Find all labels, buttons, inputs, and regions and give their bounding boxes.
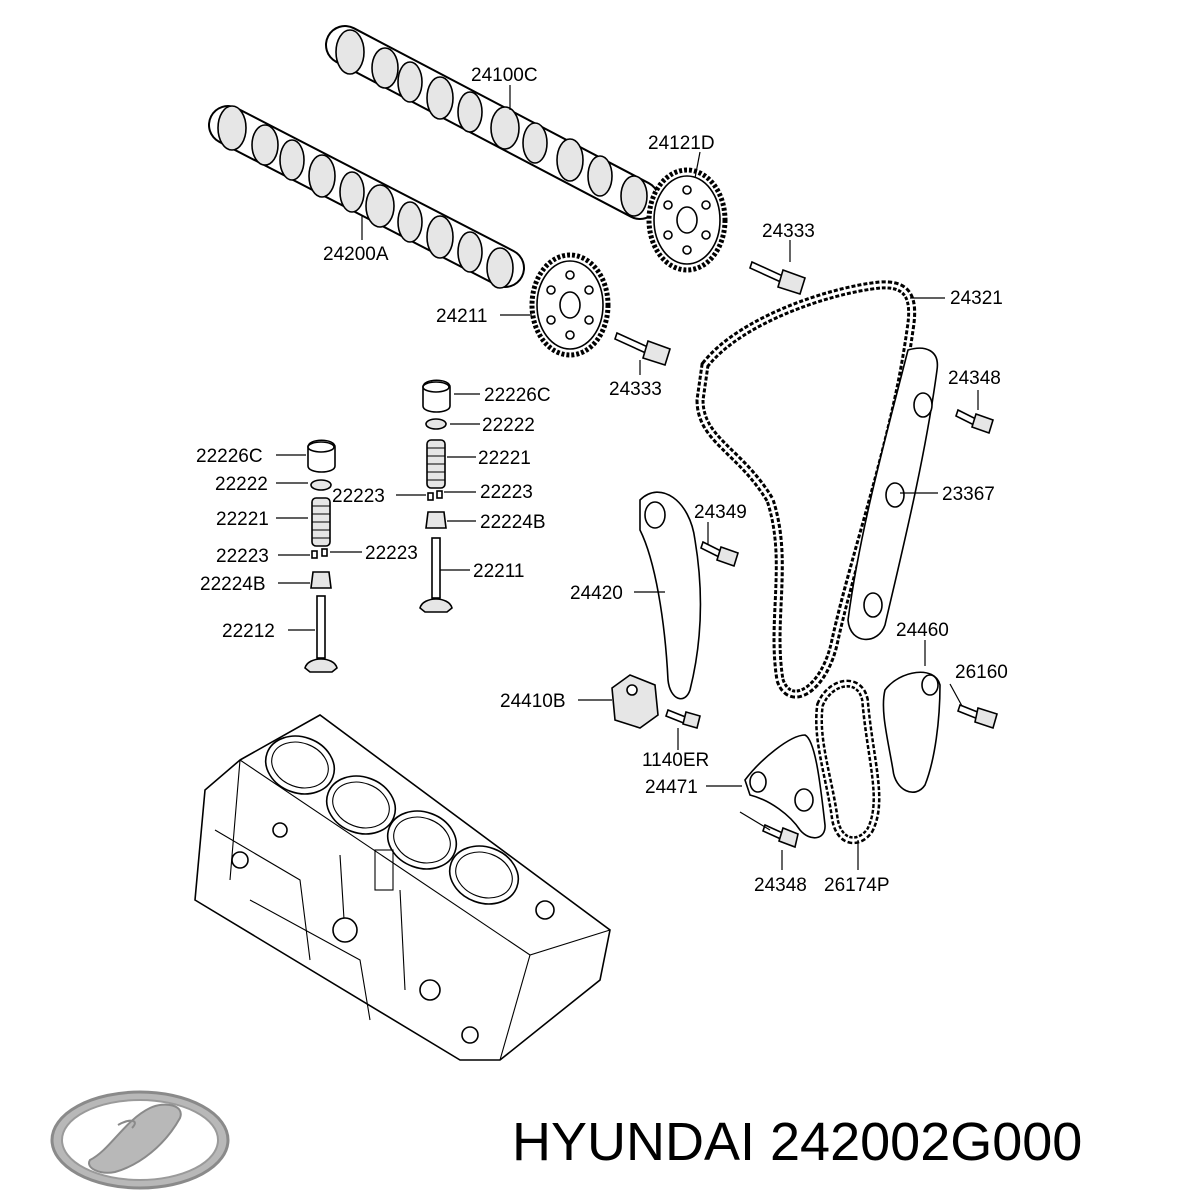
label-24333-top: 24333	[762, 221, 815, 242]
camshaft-24100c	[325, 25, 660, 220]
part-labels: 24100C 24121D 24333 24200A 24321 24211 2…	[196, 65, 1008, 896]
label-1140er: 1140ER	[642, 750, 709, 771]
label-22223-left2: 22223	[365, 543, 418, 564]
label-22222-left: 22222	[215, 474, 268, 495]
brand-part-number: HYUNDAI 242002G000	[512, 1112, 1082, 1172]
label-22224b-right: 22224B	[480, 512, 546, 533]
valve-train-left	[304, 439, 338, 673]
label-24321: 24321	[950, 288, 1003, 309]
bolt-24348-top	[955, 408, 994, 435]
label-26160: 26160	[955, 662, 1008, 683]
label-22223-mid: 22223	[332, 486, 385, 507]
engine-block	[194, 714, 611, 1061]
label-22226c-right: 22226C	[484, 385, 551, 406]
label-24200a: 24200A	[323, 244, 389, 265]
label-24211: 24211	[436, 306, 487, 327]
bolt-24349	[700, 540, 739, 568]
label-22222-right: 22222	[482, 415, 535, 436]
label-22211: 22211	[473, 561, 524, 582]
leader-lines	[276, 85, 979, 870]
label-24348-top: 24348	[948, 368, 1001, 389]
tensioner-24410b	[611, 674, 659, 729]
label-24349: 24349	[694, 502, 747, 523]
label-24121d: 24121D	[648, 133, 715, 154]
bolt-26160	[957, 703, 998, 730]
valve-train-right	[419, 379, 453, 613]
label-22212: 22212	[222, 621, 275, 642]
label-24420: 24420	[570, 583, 623, 604]
bolt-1140er	[665, 708, 701, 729]
label-24100c: 24100C	[471, 65, 538, 86]
chain-guide-23367	[847, 347, 939, 641]
chain-guide-24460	[882, 671, 941, 793]
chain-guide-24471	[744, 734, 826, 839]
label-22223-left: 22223	[216, 546, 269, 567]
cam-sprocket-24121d	[646, 167, 728, 273]
label-22224b-left: 22224B	[200, 574, 266, 595]
label-22221-left: 22221	[216, 509, 269, 530]
label-22226c-left: 22226C	[196, 446, 263, 467]
cam-sprocket-24211	[529, 252, 611, 358]
label-26174p: 26174P	[824, 875, 890, 896]
label-22223-right: 22223	[480, 482, 533, 503]
camshaft-24200a	[208, 105, 525, 289]
label-24410b: 24410B	[500, 691, 566, 712]
label-24333-mid: 24333	[609, 379, 662, 400]
label-24460: 24460	[896, 620, 949, 641]
label-23367: 23367	[942, 484, 995, 505]
label-24348-bottom: 24348	[754, 875, 807, 896]
bolt-24333-mid	[614, 331, 671, 367]
hyundai-logo-icon	[50, 1090, 230, 1190]
tensioner-arm-24420	[639, 491, 702, 700]
timing-chain-24321	[695, 280, 917, 699]
bolt-24333-top	[749, 260, 806, 296]
label-24471: 24471	[645, 777, 698, 798]
oil-pump-chain-26174p	[815, 679, 881, 845]
label-22221-right: 22221	[478, 448, 531, 469]
